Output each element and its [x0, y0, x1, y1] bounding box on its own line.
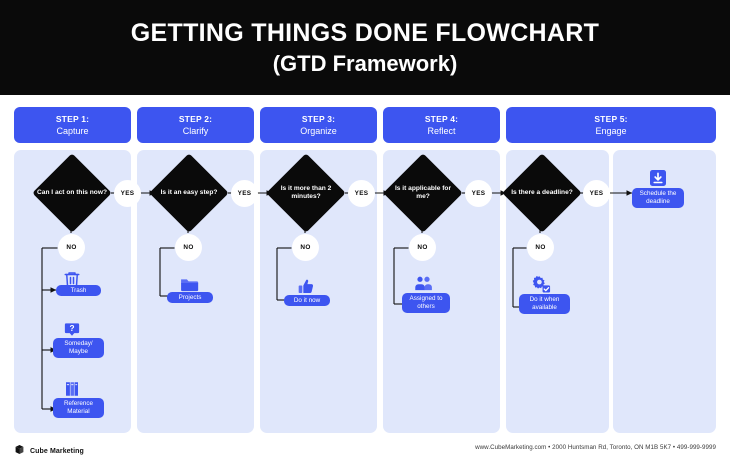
no-badge-2: NO — [175, 234, 202, 261]
step-4-number: STEP 4: — [424, 113, 459, 124]
step-1-number: STEP 1: — [55, 113, 90, 124]
step-2-number: STEP 2: — [178, 113, 213, 124]
outcome-reference-material[interactable]: Reference Material — [53, 398, 104, 418]
outcome-trash[interactable]: Trash — [56, 285, 101, 296]
people-icon — [412, 272, 434, 294]
cube-logo-icon — [14, 442, 25, 460]
step-header-3[interactable]: STEP 3: Organize — [260, 107, 377, 143]
yes-badge-4: YES — [465, 180, 492, 207]
gear-check-icon — [530, 273, 552, 295]
outcome-schedule-deadline[interactable]: Schedule the deadline — [632, 188, 684, 208]
outcome-do-when-available[interactable]: Do it when available — [519, 294, 570, 314]
step-header-row: STEP 1: Capture STEP 2: Clarify STEP 3: … — [14, 107, 716, 143]
step-3-number: STEP 3: — [301, 113, 336, 124]
outcome-do-it-now[interactable]: Do it now — [284, 295, 330, 306]
brand-block: Cube Marketing — [14, 442, 84, 460]
footer-contact-info: www.CubeMarketing.com • 2000 Huntsman Rd… — [475, 444, 716, 451]
no-badge-5: NO — [527, 234, 554, 261]
question-badge-icon: ? — [61, 318, 83, 340]
calendar-download-icon — [647, 167, 669, 189]
no-badge-3: NO — [292, 234, 319, 261]
decision-applicable-for-me[interactable]: Is it applicable for me? — [384, 160, 462, 226]
page-title-line1: GETTING THINGS DONE FLOWCHART — [130, 18, 600, 47]
decision-3-label: Is it more than 2 minutes? — [280, 184, 332, 200]
decision-2-label: Is it an easy step? — [160, 188, 218, 196]
step-header-1[interactable]: STEP 1: Capture — [14, 107, 131, 143]
no-badge-4: NO — [409, 234, 436, 261]
books-icon — [61, 378, 83, 400]
step-header-5[interactable]: STEP 5: Engage — [506, 107, 716, 143]
page-title-line2: (GTD Framework) — [272, 50, 458, 76]
yes-badge-2: YES — [231, 180, 258, 207]
svg-text:?: ? — [69, 324, 74, 333]
decision-4-label: Is it applicable for me? — [394, 184, 452, 200]
yes-badge-5: YES — [583, 180, 610, 207]
yes-badge-1: YES — [114, 180, 141, 207]
step-4-name: Reflect — [427, 125, 456, 136]
outcome-someday-maybe[interactable]: Someday/ Maybe — [53, 338, 104, 358]
step-2-name: Clarify — [182, 125, 209, 136]
brand-name: Cube Marketing — [30, 447, 84, 455]
decision-is-it-easy-step[interactable]: Is it an easy step? — [150, 160, 228, 226]
title-banner: GETTING THINGS DONE FLOWCHART (GTD Frame… — [0, 0, 730, 95]
decision-is-there-deadline[interactable]: Is there a deadline? — [503, 160, 581, 226]
decision-can-i-act-now[interactable]: Can I act on this now? — [33, 160, 111, 226]
page-footer: Cube Marketing www.CubeMarketing.com • 2… — [0, 433, 730, 472]
step-3-name: Organize — [300, 125, 337, 136]
folder-icon — [178, 274, 200, 296]
step-header-4[interactable]: STEP 4: Reflect — [383, 107, 500, 143]
no-badge-1: NO — [58, 234, 85, 261]
outcome-projects[interactable]: Projects — [167, 292, 213, 303]
outcome-assigned-to-others[interactable]: Assigned to others — [402, 293, 450, 313]
decision-more-than-2-minutes[interactable]: Is it more than 2 minutes? — [267, 160, 345, 226]
step-1-name: Capture — [56, 125, 89, 136]
decision-5-label: Is there a deadline? — [511, 188, 573, 196]
step-header-2[interactable]: STEP 2: Clarify — [137, 107, 254, 143]
yes-badge-3: YES — [348, 180, 375, 207]
decision-1-label: Can I act on this now? — [37, 188, 107, 196]
step-5-number: STEP 5: — [594, 113, 628, 124]
thumbs-up-icon — [295, 276, 317, 298]
step-5-name: Engage — [595, 125, 627, 136]
